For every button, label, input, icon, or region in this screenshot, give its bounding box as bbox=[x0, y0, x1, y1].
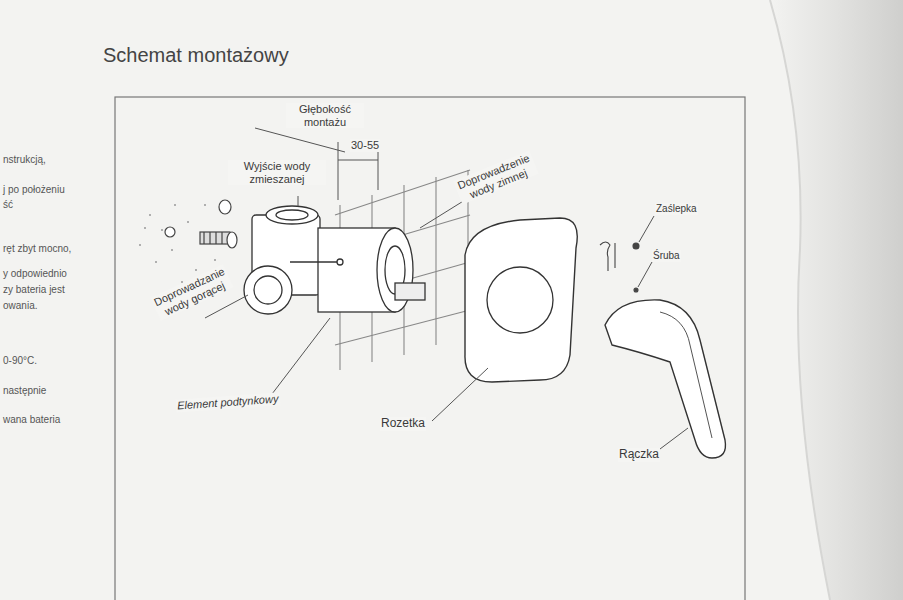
text-fragment: ść bbox=[2, 199, 14, 211]
part-label: Rozetka bbox=[380, 417, 426, 431]
part-label: Śruba bbox=[652, 250, 681, 262]
text-fragment: ręt zbyt mocno, bbox=[2, 243, 72, 255]
text-fragment: owania. bbox=[2, 300, 38, 312]
text-fragment: następnie bbox=[2, 385, 47, 397]
text-fragment: zy bateria jest bbox=[2, 284, 66, 296]
title: Schemat montażowy bbox=[103, 44, 289, 67]
part-label: Zaślepka bbox=[655, 203, 698, 215]
part-label: Doprowadzanie wody gorącej bbox=[150, 264, 233, 321]
part-label: Rączka bbox=[618, 448, 660, 462]
part-label: Wyjście wody zmieszanej bbox=[228, 160, 326, 185]
text-fragment: nstrukcją, bbox=[2, 154, 47, 166]
text-fragment: 0-90°C. bbox=[2, 355, 38, 367]
text-fragment: j po położeniu bbox=[2, 184, 66, 196]
part-label: Głębokość montażu bbox=[286, 103, 364, 128]
part-label: 30-55 bbox=[350, 139, 380, 152]
text-fragment: y odpowiednio bbox=[2, 268, 68, 280]
part-label: Doprowadzenie wody zimnej bbox=[453, 151, 538, 205]
text-fragment: wana bateria bbox=[2, 414, 61, 426]
part-label: Element podtynkowy bbox=[176, 392, 280, 412]
